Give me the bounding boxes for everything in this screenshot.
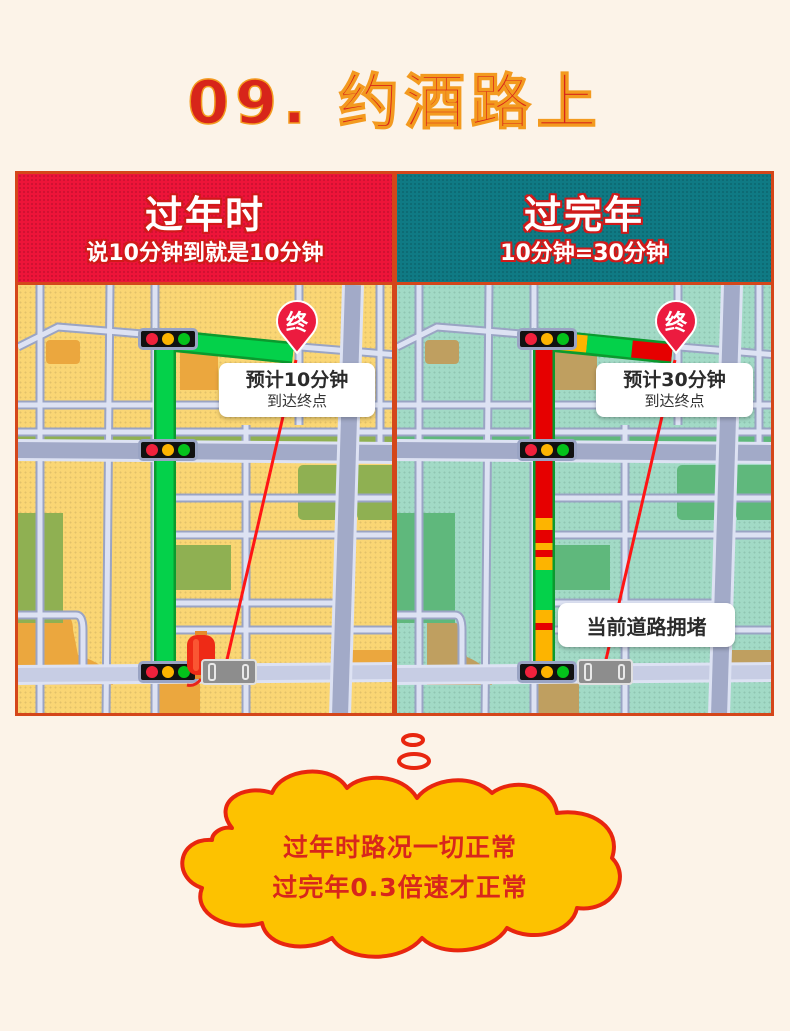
panel-heading: 过年时: [144, 193, 265, 237]
panel-heading: 过完年: [523, 193, 644, 237]
traffic-light-icon: [138, 328, 198, 350]
map-roads: [397, 285, 771, 713]
eta-card: 预计10分钟 到达终点: [219, 363, 375, 417]
map-view: 终 预计30分钟 到达终点 当前道路拥堵: [397, 285, 771, 713]
cloud-shape: [180, 733, 622, 959]
page-title: 09. 约酒路上: [187, 67, 603, 139]
traffic-light-icon: [138, 439, 198, 461]
panel-before-new-year: 过年时 说10分钟到就是10分钟: [15, 171, 395, 716]
cloud-line-1: 过年时路况一切正常: [282, 833, 517, 862]
eta-card: 预计30分钟 到达终点: [596, 363, 753, 417]
car-icon: [201, 659, 257, 685]
congestion-status-card: 当前道路拥堵: [558, 603, 735, 647]
panel-header: 过完年 10分钟=30分钟: [397, 174, 771, 285]
map-pin-icon[interactable]: 终: [654, 299, 698, 355]
map-pin-icon[interactable]: 终: [275, 299, 319, 355]
panel-header: 过年时 说10分钟到就是10分钟: [18, 174, 392, 285]
map-view: 终 预计10分钟 到达终点: [18, 285, 392, 713]
thought-cloud: 过年时路况一切正常 过完年0.3倍速才正常: [172, 728, 628, 964]
eta-sub: 到达终点: [266, 392, 327, 410]
traffic-light-icon: [138, 661, 198, 683]
eta-main: 预计10分钟: [245, 369, 349, 391]
eta-sub: 到达终点: [644, 392, 705, 410]
cloud-line-2: 过完年0.3倍速才正常: [272, 873, 528, 902]
traffic-light-icon: [517, 661, 577, 683]
traffic-light-icon: [517, 439, 577, 461]
traffic-light-icon: [517, 328, 577, 350]
panel-subheading: 10分钟=30分钟: [500, 241, 668, 266]
panel-subheading: 说10分钟到就是10分钟: [86, 241, 324, 266]
car-icon: [577, 659, 633, 685]
panel-after-new-year: 过完年 10分钟=30分钟: [394, 171, 774, 716]
eta-main: 预计30分钟: [623, 369, 726, 391]
